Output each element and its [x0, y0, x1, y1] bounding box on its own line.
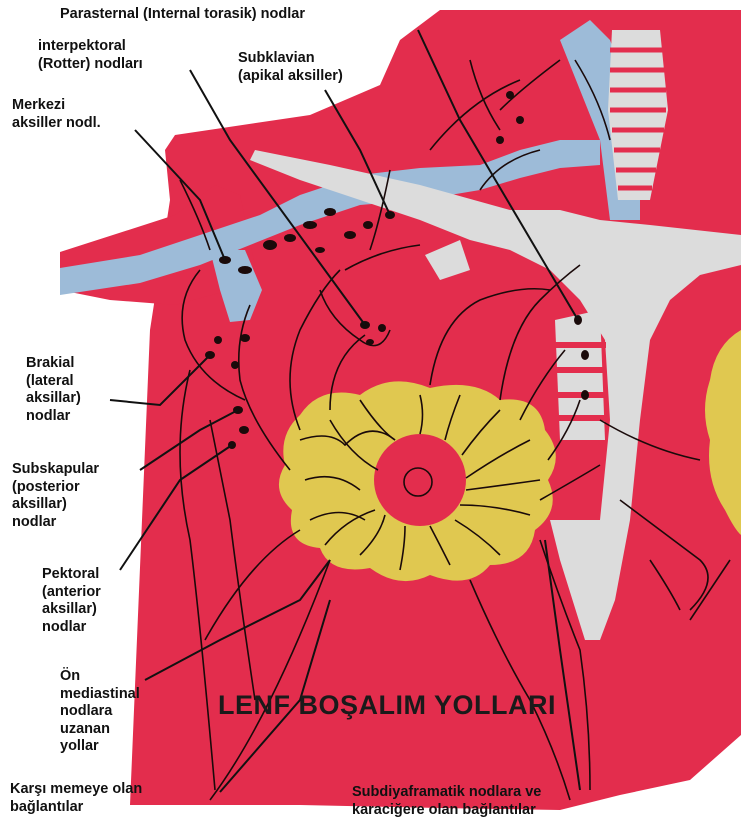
label-pectoral-nodes: Pektoral (anterior aksillar) nodlar — [42, 566, 101, 636]
label-interpectoral-nodes: interpektoral (Rotter) nodları — [38, 38, 143, 73]
label-anterior-mediastinal: Ön mediastinal nodlara uzanan yollar — [60, 668, 140, 756]
areola — [374, 434, 466, 526]
label-subdiaphragmatic-connections: Subdiyaframatik nodlara ve karaciğere ol… — [352, 784, 541, 819]
label-parasternal-nodes: Parasternal (Internal torasik) nodlar — [60, 6, 305, 24]
label-central-axillary-nodes: Merkezi aksiller nodl. — [12, 97, 101, 132]
diagram-title: LENF BOŞALIM YOLLARI — [218, 690, 556, 721]
label-brachial-nodes: Brakial (lateral aksillar) nodlar — [26, 355, 81, 425]
label-subscapular-nodes: Subskapular (posterior aksillar) nodlar — [12, 461, 99, 531]
label-contralateral-connections: Karşı memeye olan bağlantılar — [10, 781, 142, 816]
label-subclavian-nodes: Subklavian (apikal aksiller) — [238, 50, 343, 85]
